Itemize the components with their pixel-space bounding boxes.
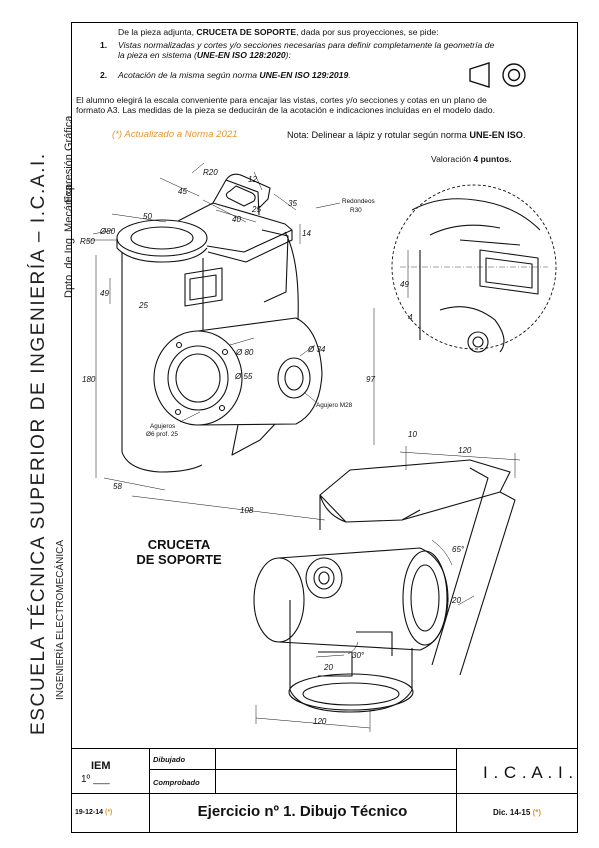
detail-10: 10 bbox=[408, 430, 417, 439]
item2-number: 2. bbox=[100, 70, 108, 80]
dim-45: 45 bbox=[178, 187, 187, 196]
tb-year: Dic. 14-15 (*) bbox=[456, 808, 578, 817]
dim-20b: 20 bbox=[323, 663, 333, 672]
updated-note: (*) Actualizado a Norma 2021 bbox=[112, 129, 238, 140]
item1-line1: Vistas normalizadas y cortes y/o seccion… bbox=[118, 40, 495, 50]
note-bold: UNE-EN ISO bbox=[469, 130, 523, 140]
intro-post: , dada por sus proyecciones, se pide: bbox=[296, 27, 439, 37]
dim-20a: 20 bbox=[451, 596, 461, 605]
dim-phi80a: Ø80 bbox=[99, 227, 116, 236]
note-pre: Nota: Delinear a lápiz y rotular según n… bbox=[287, 130, 470, 140]
intro-line: De la pieza adjunta, CRUCETA DE SOPORTE,… bbox=[118, 27, 439, 37]
tb-year-mark: (*) bbox=[532, 808, 542, 817]
dim-40: 40 bbox=[232, 215, 241, 224]
item1-number: 1. bbox=[100, 40, 108, 50]
dim-phi34: Ø 34 bbox=[307, 345, 326, 354]
lower-isometric-view bbox=[253, 459, 516, 713]
valuation-bold: 4 puntos. bbox=[473, 154, 512, 164]
tb-date-value: 19-12-14 bbox=[75, 809, 104, 816]
item1-line2-pre: la pieza en sistema ( bbox=[118, 50, 197, 60]
redondeos-value: R30 bbox=[350, 207, 362, 214]
upper-dimension-lines bbox=[88, 162, 375, 521]
dim-49: 49 bbox=[100, 289, 109, 298]
intro-bold: CRUCETA DE SOPORTE bbox=[196, 27, 297, 37]
tb-lower-line bbox=[71, 793, 578, 794]
tb-exercise: Ejercicio nº 1. Dibujo Técnico bbox=[197, 803, 408, 820]
item2-line: Acotación de la misma según norma UNE-EN… bbox=[118, 70, 351, 80]
dim-120a: 120 bbox=[458, 446, 472, 455]
tb-top-line bbox=[71, 748, 578, 749]
instructions-line2: formato A3. Las medidas de la pieza se d… bbox=[76, 105, 495, 115]
projection-symbol-icon bbox=[469, 62, 526, 88]
dim-50: 50 bbox=[143, 212, 152, 221]
item1-line2: la pieza en sistema (UNE-EN ISO 128:2020… bbox=[118, 50, 291, 60]
tb-col1 bbox=[149, 748, 150, 833]
dim-12: 12 bbox=[248, 175, 257, 184]
title-block: IEM 1º ___ Dibujado Comprobado I . C . A… bbox=[71, 748, 578, 833]
tb-school-short: I . C . A . I . bbox=[483, 763, 574, 782]
intro-pre: De la pieza adjunta, bbox=[118, 27, 197, 37]
dim-120b: 120 bbox=[313, 717, 327, 726]
dim-25a: 25 bbox=[251, 205, 261, 214]
school-name: ESCUELA TÉCNICA SUPERIOR DE INGENIERÍA –… bbox=[28, 152, 49, 735]
item1-line2-post: ): bbox=[285, 50, 291, 60]
tb-mid-line bbox=[149, 769, 456, 770]
tb-comprobado: Comprobado bbox=[153, 778, 200, 787]
dim-r50: R50 bbox=[80, 237, 95, 246]
agujero-label: Agujero M28 bbox=[316, 402, 353, 409]
part-name-line1: CRUCETA bbox=[147, 537, 211, 552]
dim-58: 58 bbox=[113, 482, 122, 491]
sheet-frame bbox=[71, 22, 578, 833]
item2-bold: UNE-EN ISO 129:2019 bbox=[259, 70, 349, 80]
item1-line2-bold: UNE-EN ISO 128:2020 bbox=[196, 50, 286, 60]
tb-col3 bbox=[456, 748, 457, 833]
dim-30deg: 30° bbox=[352, 651, 365, 660]
dim-108: 108 bbox=[240, 506, 254, 515]
detail-circle-view bbox=[391, 184, 557, 353]
tb-year-value: Dic. 14-15 bbox=[492, 808, 531, 817]
upper-isometric-view bbox=[116, 173, 323, 473]
dim-180: 180 bbox=[82, 375, 96, 384]
program-name: INGENIERÍA ELECTROMECÁNICA bbox=[55, 539, 66, 700]
item2-pre: Acotación de la misma según norma bbox=[118, 70, 260, 80]
redondeos-label: Redondeos bbox=[342, 198, 375, 205]
tb-col2 bbox=[215, 748, 216, 793]
detail-4: 4 bbox=[408, 313, 413, 322]
technical-drawing: R20 12 45 40 25 35 14 50 Ø80 R50 49 25 Ø… bbox=[80, 162, 557, 732]
part-name: CRUCETA DE SOPORTE bbox=[129, 537, 229, 567]
valuation-pre: Valoración bbox=[431, 154, 474, 164]
item2-post: . bbox=[348, 70, 351, 80]
tb-date: 19-12-14 (*) bbox=[75, 809, 112, 816]
dim-35: 35 bbox=[288, 199, 297, 208]
note-post: . bbox=[522, 130, 526, 140]
tb-course: 1º ___ bbox=[81, 774, 110, 785]
drawing-note: Nota: Delinear a lápiz y rotular según n… bbox=[287, 130, 525, 140]
dim-phi55: Ø 55 bbox=[234, 372, 253, 381]
agujeros-value: Ø6 prof. 25 bbox=[146, 431, 178, 438]
agujeros-label: Agujeros bbox=[150, 423, 175, 430]
dim-r20: R20 bbox=[203, 168, 218, 177]
dim-97: 97 bbox=[366, 375, 375, 384]
dim-phi80b: Ø 80 bbox=[235, 348, 254, 357]
tb-group: IEM bbox=[91, 760, 111, 772]
dim-14: 14 bbox=[302, 229, 311, 238]
dim-65deg: 65° bbox=[452, 545, 465, 554]
instructions-line1: El alumno elegirá la escala conveniente … bbox=[76, 95, 487, 105]
detail-49: 49 bbox=[400, 280, 409, 289]
dim-25b: 25 bbox=[138, 301, 148, 310]
tb-dibujado: Dibujado bbox=[153, 755, 186, 764]
tb-date-mark: (*) bbox=[104, 809, 113, 816]
lower-dimension-lines bbox=[255, 446, 521, 732]
part-name-line2: DE SOPORTE bbox=[136, 552, 222, 567]
valuation: Valoración 4 puntos. bbox=[431, 154, 512, 164]
